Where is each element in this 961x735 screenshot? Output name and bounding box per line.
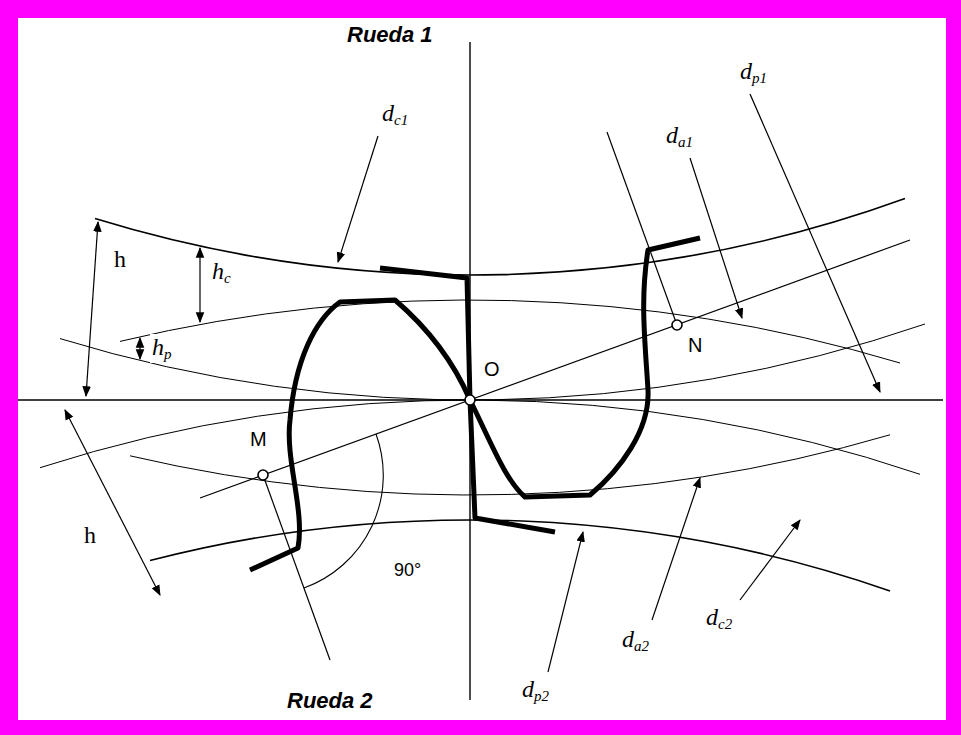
dimension-label: dp1 [738, 58, 769, 87]
dimension-label: h [112, 246, 128, 274]
gear-tooth [380, 238, 700, 497]
line-of-action [200, 240, 910, 498]
wheel-circle [150, 520, 890, 591]
gear-tooth [250, 300, 555, 570]
leader-line [740, 520, 800, 600]
point-marker [465, 395, 475, 405]
dimension-label: dc1 [380, 100, 410, 129]
construction-lines [18, 42, 943, 700]
symbol-letter: d [382, 100, 394, 126]
wheel-circle [130, 435, 890, 495]
symbol-letter: d [522, 676, 534, 702]
symbol-letter: d [740, 58, 752, 84]
dimension-label: O [482, 358, 502, 381]
symbol-subscript: p [164, 346, 172, 362]
white-ground [18, 18, 946, 720]
symbol-letter: d [706, 604, 718, 630]
horizontal-axis [18, 399, 943, 400]
symbol-subscript: p1 [752, 70, 767, 86]
symbol-letter: d [666, 122, 678, 148]
wheel-circles [40, 199, 925, 591]
symbol-subscript: a1 [678, 134, 693, 150]
gear-teeth [250, 238, 700, 570]
symbol-subscript: a2 [634, 638, 649, 654]
leader-line [750, 94, 880, 392]
dimension-label: 90° [392, 560, 423, 581]
wheel-name: Rueda 1 [345, 22, 435, 47]
annotation-lines [65, 94, 880, 672]
dimension-label: h [82, 522, 98, 550]
symbol-subscript: p2 [534, 688, 549, 704]
dimension-label: dc2 [704, 604, 734, 633]
symbol-letter: h [152, 334, 164, 360]
dimension-label: M [248, 428, 269, 451]
contact-points [258, 320, 682, 480]
dimension-line [65, 410, 160, 595]
dimension-label: da1 [664, 122, 695, 151]
wheel-circle [40, 400, 920, 474]
dimension-label: da2 [620, 626, 651, 655]
point-marker [672, 320, 682, 330]
leader-line [548, 532, 583, 672]
leader-line [652, 478, 700, 620]
dimension-label: hc [210, 258, 233, 287]
angle-arc [304, 434, 383, 588]
wheel-name: Rueda 2 [285, 688, 375, 713]
dimension-label: dp2 [520, 676, 551, 705]
point-marker [258, 470, 268, 480]
leader-line [338, 136, 378, 262]
symbol-subscript: c2 [718, 616, 732, 632]
leader-line [690, 158, 742, 318]
dimension-line [199, 248, 200, 322]
dimension-line [86, 222, 98, 396]
symbol-letter: h [212, 258, 224, 284]
dimension-label: hp [150, 334, 174, 363]
dimension-line [139, 338, 140, 359]
symbol-letter: d [622, 626, 634, 652]
symbol-subscript: c1 [394, 112, 408, 128]
wheel-circle [120, 300, 900, 363]
dimension-label: N [686, 334, 704, 357]
symbol-subscript: c [224, 270, 231, 286]
